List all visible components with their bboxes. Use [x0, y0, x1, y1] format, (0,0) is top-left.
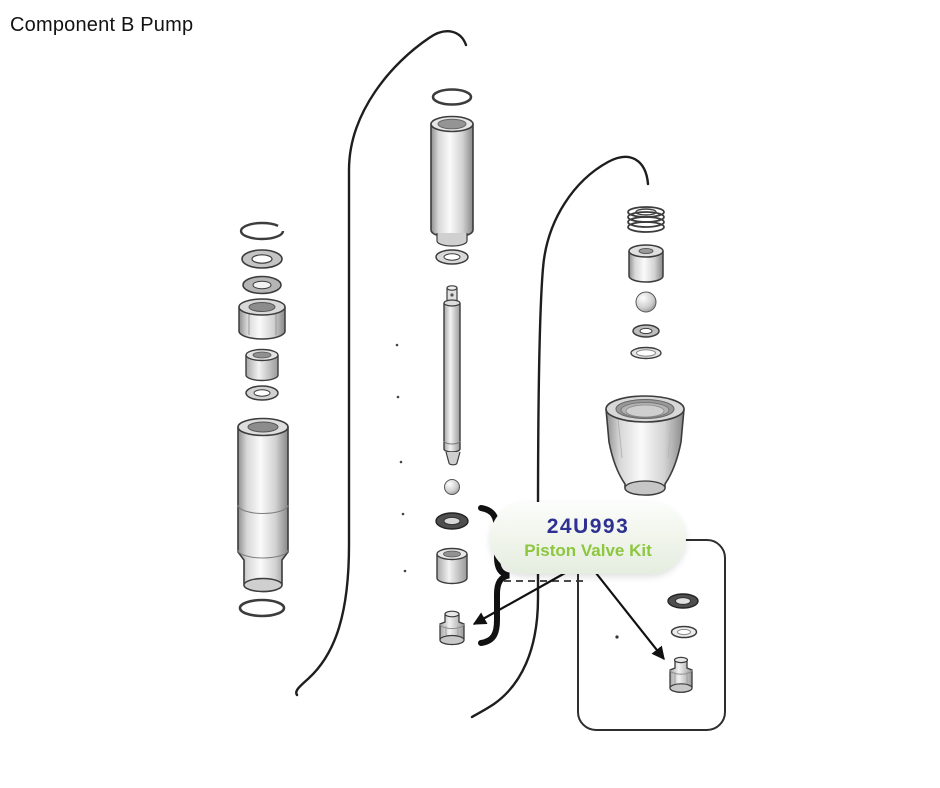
arrow-to-piston-valve — [472, 567, 575, 625]
cylinder-o-ring — [238, 598, 286, 618]
reference-dot — [615, 635, 619, 639]
throat-o-ring — [245, 385, 279, 401]
retaining-ring — [239, 221, 285, 241]
piston-spacer — [436, 547, 468, 585]
intake-spring — [627, 206, 665, 233]
check-ball — [444, 479, 460, 495]
intake-ball — [635, 291, 657, 313]
kit-piston-valve — [669, 656, 693, 693]
piston-seal — [435, 512, 469, 530]
callout-part-name: Piston Valve Kit — [524, 541, 652, 560]
hose-right — [470, 155, 650, 719]
spacer-sleeve — [245, 348, 279, 382]
ball-seat-o-ring — [632, 324, 660, 338]
piston-valve — [439, 610, 465, 646]
piston-rod — [443, 285, 461, 466]
kit-o-ring — [670, 625, 698, 639]
hose-left — [295, 30, 468, 697]
packing-washer — [242, 275, 282, 295]
callout-piston-valve-kit: 24U993 Piston Valve Kit — [490, 502, 686, 574]
intake-gasket — [630, 346, 662, 360]
arrow-to-kit-valve — [591, 567, 665, 661]
valve-cap — [628, 244, 664, 283]
pump-cylinder — [237, 417, 289, 593]
inner-cylinder — [430, 115, 474, 247]
kit-seal — [667, 593, 699, 609]
top-o-ring — [431, 88, 473, 106]
callout-part-number: 24U993 — [546, 515, 630, 538]
reference-dots — [395, 343, 407, 573]
cylinder-seal — [435, 249, 469, 265]
intake-valve-housing — [605, 395, 685, 496]
packing-nut — [238, 298, 286, 340]
page-title: Component B Pump — [10, 14, 194, 36]
packing-seal — [241, 249, 283, 269]
